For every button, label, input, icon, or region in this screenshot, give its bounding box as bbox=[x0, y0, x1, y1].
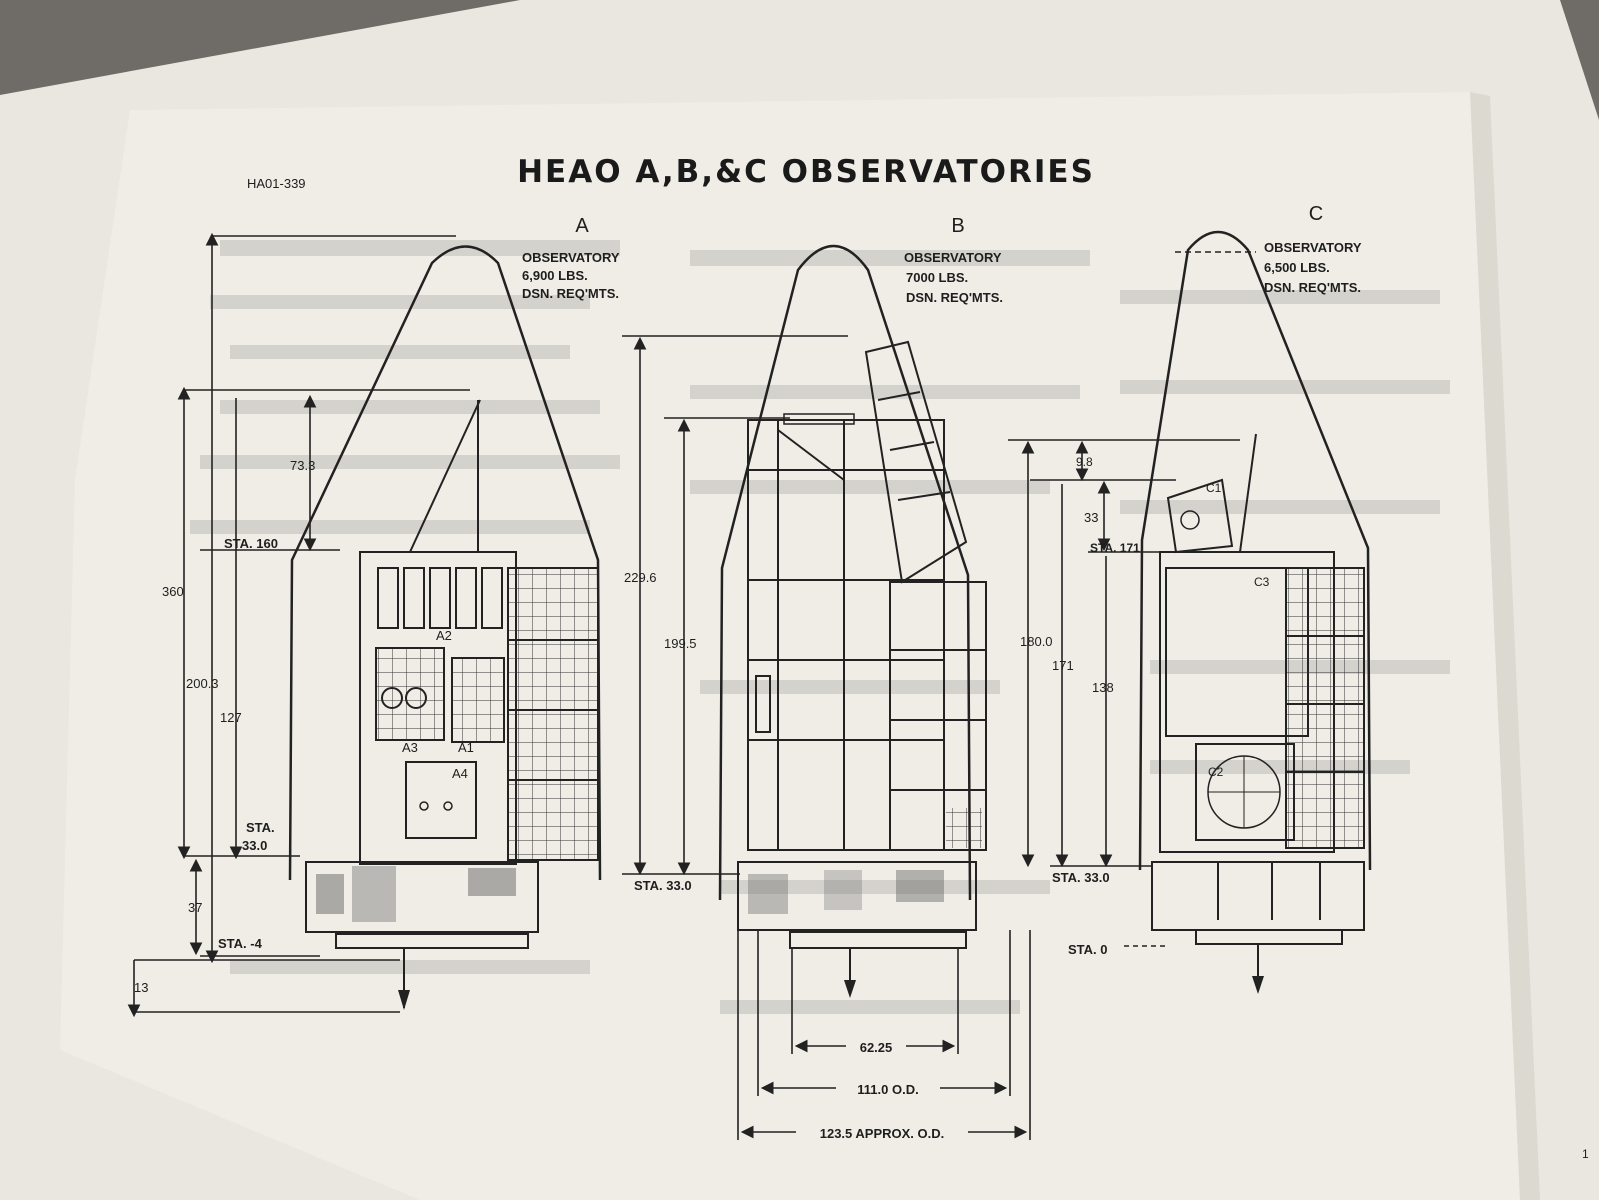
label-a4: A4 bbox=[452, 766, 468, 781]
observatory-b-dimension-labels: 229.6 199.5 STA. 33.0 bbox=[624, 570, 697, 893]
label-a2: A2 bbox=[436, 628, 452, 643]
dim-171: 171 bbox=[1052, 658, 1074, 673]
observatory-b-label: OBSERVATORY bbox=[904, 250, 1002, 265]
label-c1: C1 bbox=[1206, 481, 1222, 495]
observatory-a-weight: 6,900 LBS. bbox=[522, 268, 588, 283]
dim-360: 360 bbox=[162, 584, 184, 599]
observatory-c-c1-unit bbox=[1166, 478, 1234, 554]
observatory-a-a3-unit bbox=[375, 647, 445, 741]
observatory-a-solar-panel bbox=[507, 567, 599, 861]
dim-33: 33 bbox=[1084, 510, 1098, 525]
observatory-b-letter: B bbox=[951, 215, 964, 237]
observatory-a-a2-modules bbox=[377, 567, 503, 629]
label-a1: A1 bbox=[458, 740, 474, 755]
observatory-c-c2-unit bbox=[1195, 743, 1295, 841]
observatory-a-a4-unit bbox=[405, 761, 477, 839]
observatory-a-antenna bbox=[409, 399, 481, 553]
station-33-b: STA. 33.0 bbox=[634, 878, 692, 893]
observatory-c-requirements: DSN. REQ'MTS. bbox=[1264, 280, 1361, 295]
observatory-c-dimensions bbox=[1008, 439, 1240, 947]
page-number: 1 bbox=[1582, 1147, 1589, 1161]
width-62-25: 62.25 bbox=[860, 1040, 893, 1055]
dim-138: 138 bbox=[1092, 680, 1114, 695]
document-id: HA01-339 bbox=[247, 176, 306, 191]
dim-37: 37 bbox=[188, 900, 202, 915]
observatory-c-solar-panel bbox=[1285, 567, 1365, 849]
station-0: STA. 0 bbox=[1068, 942, 1108, 957]
dim-200-3: 200.3 bbox=[186, 676, 219, 691]
observatory-a-a1-unit bbox=[451, 657, 505, 743]
dim-199-5: 199.5 bbox=[664, 636, 697, 651]
observatory-b-solar-panel bbox=[889, 581, 987, 851]
station-33-a-value: 33.0 bbox=[242, 838, 267, 853]
observatory-c-letter: C bbox=[1309, 203, 1323, 225]
observatory-b-weight: 7000 LBS. bbox=[906, 270, 968, 285]
observatory-b-module-body bbox=[747, 419, 945, 851]
observatory-a-drawing: A OBSERVATORY 6,900 LBS. DSN. REQ'MTS. A… bbox=[288, 215, 620, 1010]
observatory-a-dimension-labels: 360 200.3 127 73.3 STA. 160 STA. 33.0 37… bbox=[134, 458, 315, 995]
observatory-c-drawing: C OBSERVATORY 6,500 LBS. DSN. REQ'MTS. C… bbox=[1138, 203, 1372, 994]
observatory-b-requirements: DSN. REQ'MTS. bbox=[906, 290, 1003, 305]
observatory-a-letter: A bbox=[575, 215, 589, 237]
dim-180: 180.0 bbox=[1020, 634, 1053, 649]
label-a3: A3 bbox=[402, 740, 418, 755]
observatory-c-weight: 6,500 LBS. bbox=[1264, 260, 1330, 275]
observatory-c-label: OBSERVATORY bbox=[1264, 240, 1362, 255]
dim-9-8: 9.8 bbox=[1076, 455, 1093, 469]
dim-127: 127 bbox=[220, 710, 242, 725]
observatory-c-dimension-labels: 9.8 33 STA. 171 180.0 171 138 STA. 33.0 … bbox=[1020, 455, 1140, 957]
dim-13: 13 bbox=[134, 980, 148, 995]
dim-73-3: 73.3 bbox=[290, 458, 315, 473]
observatory-a-outline bbox=[288, 245, 602, 881]
observatory-a-label: OBSERVATORY bbox=[522, 250, 620, 265]
observatory-b-equipment-bay bbox=[737, 861, 977, 931]
observatory-a-dimensions bbox=[127, 232, 470, 1018]
label-c2: C2 bbox=[1208, 765, 1224, 779]
observatory-b-drawing: B OBSERVATORY 7000 LBS. DSN. REQ'MTS. bbox=[718, 215, 1003, 998]
width-123-5-od: 123.5 APPROX. O.D. bbox=[820, 1126, 945, 1141]
label-c3: C3 bbox=[1254, 575, 1270, 589]
observatory-a-requirements: DSN. REQ'MTS. bbox=[522, 286, 619, 301]
observatory-c-outline bbox=[1138, 230, 1372, 871]
dim-229-6: 229.6 bbox=[624, 570, 657, 585]
width-111-od: 111.0 O.D. bbox=[857, 1082, 918, 1097]
observatory-b-dimensions bbox=[622, 335, 848, 876]
main-paper-sheet bbox=[60, 92, 1520, 1200]
observatory-a-equipment-bay bbox=[305, 861, 539, 933]
page-title: HEAO A,B,&C OBSERVATORIES bbox=[517, 154, 1095, 190]
station-171: STA. 171 bbox=[1090, 541, 1140, 555]
station-minus-4: STA. -4 bbox=[218, 936, 263, 951]
station-33-c: STA. 33.0 bbox=[1052, 870, 1110, 885]
station-33-a-label: STA. bbox=[246, 820, 275, 835]
width-dimension-labels: 62.25 111.0 O.D. 123.5 APPROX. O.D. bbox=[796, 1036, 968, 1142]
station-160: STA. 160 bbox=[224, 536, 278, 551]
observatory-b-telescope-tube bbox=[864, 340, 968, 584]
observatory-b-outline bbox=[718, 244, 972, 901]
